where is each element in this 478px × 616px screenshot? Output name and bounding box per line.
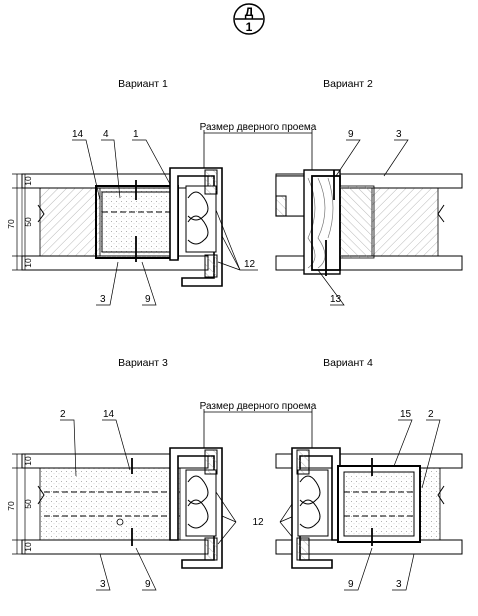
v3-callout-3: 3 bbox=[100, 579, 106, 590]
v2-callout-13: 13 bbox=[330, 294, 342, 305]
v3-callout-9: 9 bbox=[145, 579, 151, 590]
door-opening-dimension-top bbox=[203, 130, 313, 172]
v1-callout-4: 4 bbox=[103, 129, 109, 140]
v3-callout-2: 2 bbox=[60, 409, 66, 420]
v3-vertical-dimension bbox=[12, 453, 30, 555]
variant-4-drawing bbox=[275, 419, 463, 591]
v1-dim-bottom: 10 bbox=[23, 258, 33, 268]
section-marker-letter: Д bbox=[245, 5, 254, 19]
title-variant-1: Вариант 1 bbox=[118, 78, 168, 90]
v1-callout-1: 1 bbox=[133, 129, 139, 140]
v4-callout-3: 3 bbox=[396, 579, 402, 590]
v3-dim-bottom: 10 bbox=[23, 542, 33, 552]
v1-dim-core: 50 bbox=[23, 217, 33, 227]
v1-dim-top: 10 bbox=[23, 176, 33, 186]
v1-vertical-dimension bbox=[12, 173, 30, 271]
variant-2-drawing bbox=[275, 139, 463, 306]
section-marker-number: 1 bbox=[246, 20, 253, 34]
title-variant-4: Вариант 4 bbox=[323, 357, 373, 369]
door-opening-dimension-bottom bbox=[203, 409, 313, 452]
v1-callout-12: 12 bbox=[244, 259, 256, 270]
v3-dim-total: 70 bbox=[6, 501, 16, 511]
v1-callout-3: 3 bbox=[100, 294, 106, 305]
section-marker: Д 1 bbox=[233, 3, 265, 35]
v2-callout-3: 3 bbox=[396, 129, 402, 140]
v1-callout-9: 9 bbox=[145, 294, 151, 305]
door-opening-label-bottom: Размер дверного проема bbox=[200, 401, 317, 412]
v1-dim-total: 70 bbox=[6, 219, 16, 229]
v2-callout-9: 9 bbox=[348, 129, 354, 140]
door-opening-label-top: Размер дверного проема bbox=[200, 122, 317, 133]
v3-dim-core: 50 bbox=[23, 499, 33, 509]
title-variant-2: Вариант 2 bbox=[323, 78, 373, 90]
v4-callout-2: 2 bbox=[428, 409, 434, 420]
variant-1-drawing bbox=[21, 139, 258, 306]
title-variant-3: Вариант 3 bbox=[118, 357, 168, 369]
v1-callout-14: 14 bbox=[72, 129, 84, 140]
v3-dim-top: 10 bbox=[23, 456, 33, 466]
v3-callout-12: 12 bbox=[252, 517, 264, 528]
variant-3-drawing bbox=[21, 419, 301, 591]
v4-callout-9: 9 bbox=[348, 579, 354, 590]
v4-callout-15: 15 bbox=[400, 409, 412, 420]
v3-callout-14: 14 bbox=[103, 409, 115, 420]
